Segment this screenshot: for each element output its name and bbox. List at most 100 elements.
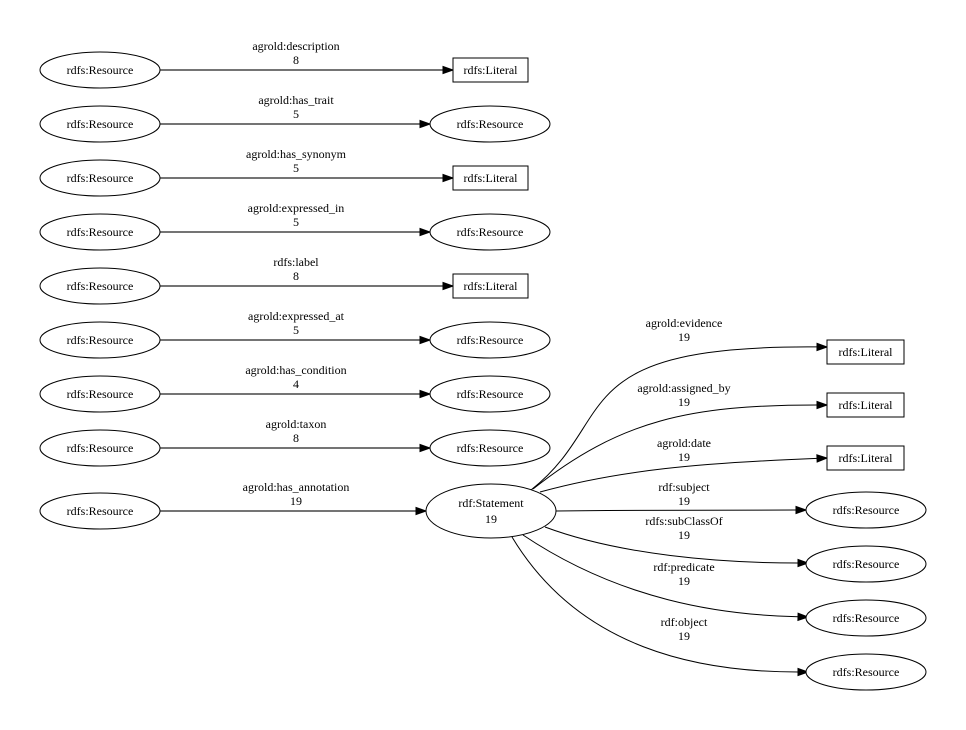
edge-count-label: 8 [293,431,299,445]
fanout-edge-curve [511,536,799,673]
edge-count-label: 4 [293,377,299,391]
target-node-resource[interactable]: rdfs:Resource [429,375,551,413]
arrowhead-icon [419,389,432,399]
source-node-resource-shape [39,492,161,530]
target-node-resource[interactable]: rdfs:Resource [429,321,551,359]
edge-predicate-label: rdf:object [661,615,708,629]
source-node-resource-shape [39,321,161,359]
fanout-target-resource-shape [805,491,927,529]
edge-predicate-label: agrold:date [657,436,711,450]
target-node-resource-label: rdfs:Resource [457,333,524,347]
target-node-literal[interactable]: rdfs:Literal [452,165,529,191]
fanout-target-literal-shape [826,445,905,471]
source-node-resource[interactable]: rdfs:Resource [39,492,161,530]
edge-labels-layer: agrold:description8agrold:has_trait5agro… [243,39,731,643]
target-node-resource[interactable]: rdfs:Resource [429,429,551,467]
arrowhead-icon [419,443,432,453]
fanout-target-resource-label: rdfs:Resource [833,611,900,625]
source-node-resource-shape [39,105,161,143]
edge-predicate-label: agrold:has_synonym [246,147,347,161]
target-node-resource-label: rdfs:Resource [457,387,524,401]
edge-predicate-label: agrold:expressed_at [248,309,345,323]
fanout-target-resource-shape [805,599,927,637]
edge-predicate-label: agrold:has_condition [245,363,346,377]
target-node-literal[interactable]: rdfs:Literal [452,273,529,299]
target-node-resource-shape [429,321,551,359]
edge-count-label: 19 [678,574,690,588]
edge-count-label: 19 [290,494,302,508]
source-node-resource[interactable]: rdfs:Resource [39,105,161,143]
arrowhead-icon [419,335,432,345]
target-node-literal-shape [452,57,529,83]
source-node-resource[interactable]: rdfs:Resource [39,213,161,251]
fanout-target-resource-label: rdfs:Resource [833,503,900,517]
edge-count-label: 19 [678,494,690,508]
edge-count-label: 5 [293,107,299,121]
target-node-resource-label: rdfs:Resource [457,225,524,239]
fanout-target-literal[interactable]: rdfs:Literal [826,445,905,471]
source-node-resource-label: rdfs:Resource [67,279,134,293]
fanout-target-literal[interactable]: rdfs:Literal [826,392,905,418]
fanout-target-resource-shape [805,545,927,583]
fanout-target-resource[interactable]: rdfs:Resource [805,599,927,637]
fanout-target-literal-label: rdfs:Literal [839,451,894,465]
edge-count-label: 19 [678,330,690,344]
edge-predicate-label: rdf:subject [658,480,710,494]
fanout-edge-curve [530,346,818,491]
target-node-literal-label: rdfs:Literal [464,279,519,293]
edge-predicate-label: agrold:assigned_by [637,381,730,395]
fanout-target-resource-label: rdfs:Resource [833,557,900,571]
target-node-resource-label: rdfs:Resource [457,441,524,455]
fanout-target-literal[interactable]: rdfs:Literal [826,339,905,365]
fanout-target-resource[interactable]: rdfs:Resource [805,491,927,529]
target-node-literal-label: rdfs:Literal [464,171,519,185]
arrowhead-icon [415,506,428,516]
target-node-resource-shape [429,213,551,251]
fanout-target-resource-label: rdfs:Resource [833,665,900,679]
target-node-resource[interactable]: rdfs:Resource [429,213,551,251]
source-node-resource-shape [39,267,161,305]
edge-count-label: 5 [293,161,299,175]
edge-label: agrold:expressed_in5 [248,201,345,229]
edges-layer [160,65,829,677]
source-node-resource-shape [39,375,161,413]
source-node-resource[interactable]: rdfs:Resource [39,267,161,305]
edge-predicate-label: agrold:evidence [646,316,723,330]
source-node-resource[interactable]: rdfs:Resource [39,321,161,359]
edge-predicate-label: agrold:expressed_in [248,201,345,215]
target-node-resource-shape [429,429,551,467]
arrowhead-icon [795,505,808,515]
source-node-resource-shape [39,51,161,89]
source-node-resource[interactable]: rdfs:Resource [39,51,161,89]
fanout-target-resource[interactable]: rdfs:Resource [805,653,927,691]
edge-count-label: 5 [293,323,299,337]
target-node-literal[interactable]: rdfs:Literal [452,57,529,83]
target-node-literal-shape [452,273,529,299]
source-node-resource[interactable]: rdfs:Resource [39,429,161,467]
fanout-target-resource[interactable]: rdfs:Resource [805,545,927,583]
target-node-resource[interactable]: rdfs:Resource [429,105,551,143]
statement-node-count: 19 [485,512,497,526]
edge-count-label: 19 [678,629,690,643]
edge-count-label: 8 [293,53,299,67]
edge-count-label: 5 [293,215,299,229]
source-node-resource[interactable]: rdfs:Resource [39,159,161,197]
edge-predicate-label: agrold:taxon [266,417,327,431]
edge-predicate-label: rdfs:label [273,255,319,269]
arrowhead-icon [816,400,829,410]
source-node-resource[interactable]: rdfs:Resource [39,375,161,413]
target-node-resource-label: rdfs:Resource [457,117,524,131]
fanout-edge-curve [532,404,818,490]
